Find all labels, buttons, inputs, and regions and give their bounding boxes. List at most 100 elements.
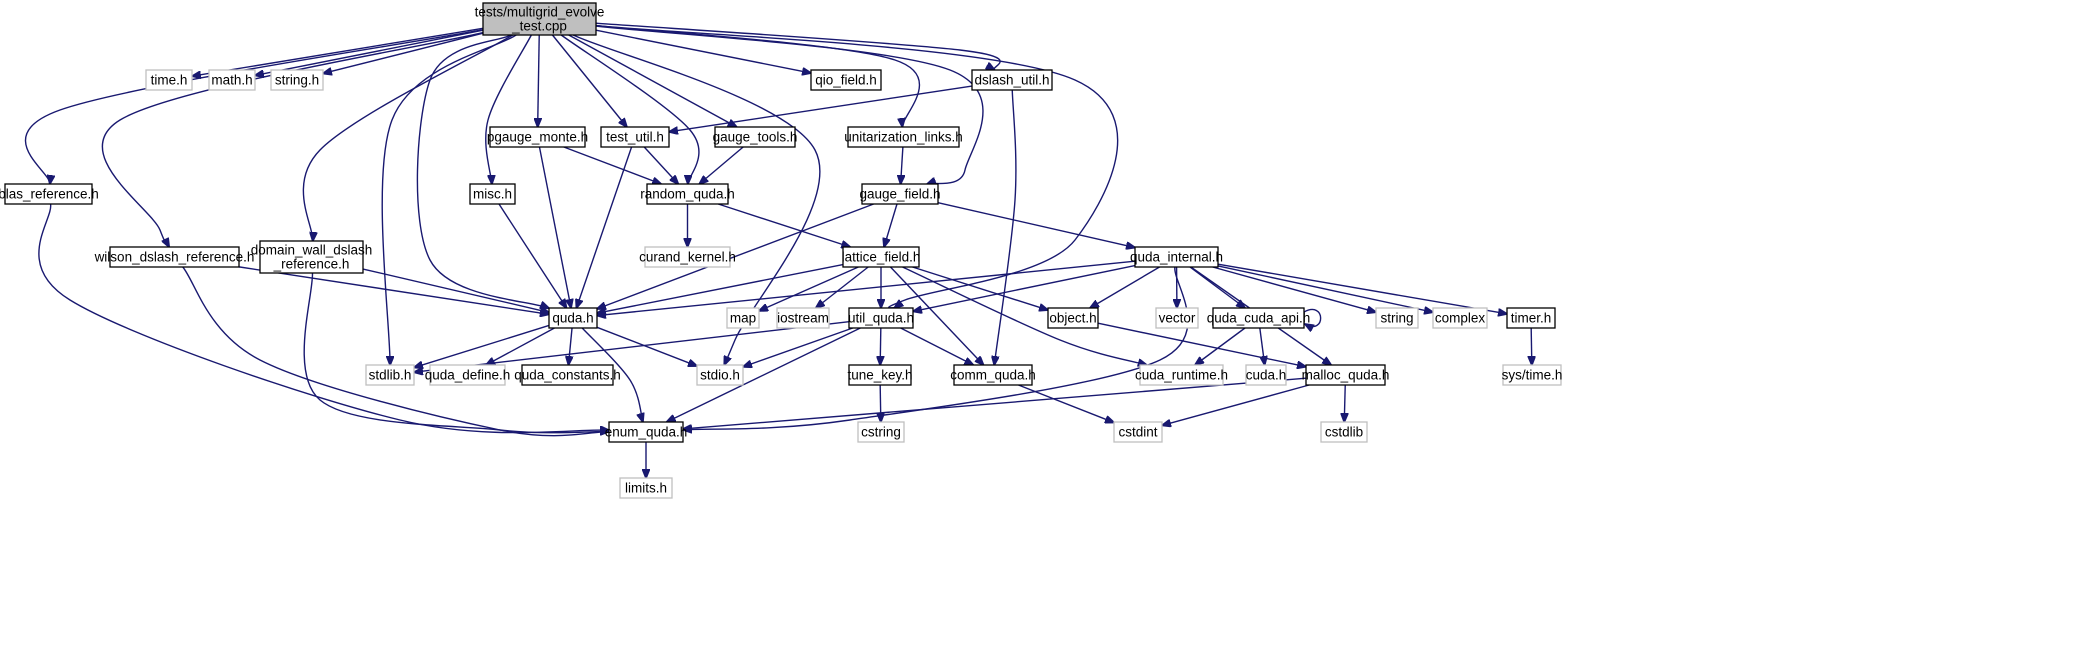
edge-dslash-util-h-to-comm-quda-h [994, 89, 1017, 365]
edge-wilson-dslash-reference-h-to-quda-h [238, 266, 549, 314]
node-unitarization-links-h[interactable]: unitarization_links.h [844, 126, 963, 148]
node-quda-constants-h[interactable]: quda_constants.h [514, 364, 621, 386]
edge-lattice-field-h-to-object-h [912, 266, 1048, 310]
edge-quda-cuda-api-h-to-cuda-h [1259, 327, 1265, 365]
node-root[interactable]: tests/multigrid_evolve_test.cpp [475, 2, 605, 36]
node-pgauge-monte-h[interactable]: pgauge_monte.h [487, 126, 588, 148]
node-label: tests/multigrid_evolve [475, 5, 605, 20]
node-wilson-dslash-reference-h[interactable]: wilson_dslash_reference.h [94, 246, 255, 268]
node-box [482, 2, 597, 36]
edge-root-to-stdlib-h [381, 34, 517, 365]
node-box [365, 364, 415, 386]
node-label: gauge_field.h [859, 187, 940, 202]
node-string: string [1375, 307, 1419, 329]
node-label: gauge_tools.h [713, 130, 798, 145]
edge-root-to-misc-h [485, 34, 532, 184]
node-tune-key-h[interactable]: tune_key.h [847, 364, 913, 386]
node-object-h[interactable]: object.h [1047, 307, 1099, 329]
node-label: lattice_field.h [842, 250, 921, 265]
node-enum-quda-h[interactable]: enum_quda.h [605, 421, 688, 443]
node-label: pgauge_monte.h [487, 130, 588, 145]
node-blas-reference-h[interactable]: blas_reference.h [0, 183, 99, 205]
node-dslash-util-h[interactable]: dslash_util.h [971, 69, 1053, 91]
edge-root-to-time-h [192, 27, 484, 76]
node-vector: vector [1155, 307, 1199, 329]
node-box [861, 183, 939, 205]
edge-root-to-math-h [255, 29, 484, 75]
edge-root-to-wilson-dslash-reference-h [101, 31, 484, 247]
node-misc-h[interactable]: misc.h [469, 183, 516, 205]
node-label: limits.h [625, 481, 667, 496]
edge-gauge-field-h-to-quda-h [597, 203, 874, 309]
edge-quda-internal-h-to-string [1212, 266, 1376, 312]
node-label: random_quda.h [640, 187, 735, 202]
node-curand-kernel-h: curand_kernel.h [639, 246, 736, 268]
edge-malloc-quda-h-to-cstdint [1162, 384, 1310, 425]
node-random-quda-h[interactable]: random_quda.h [640, 183, 735, 205]
node-quda-h[interactable]: quda.h [548, 307, 598, 329]
node-gauge-field-h[interactable]: gauge_field.h [859, 183, 941, 205]
node-box [810, 69, 882, 91]
node-map: map [726, 307, 760, 329]
node-quda-cuda-api-h[interactable]: quda_cuda_api.h [1207, 307, 1311, 329]
node-gauge-tools-h[interactable]: gauge_tools.h [713, 126, 798, 148]
edge-quda-internal-h-to-quda-h [597, 260, 1136, 315]
node-box [1245, 364, 1287, 386]
node-test-util-h[interactable]: test_util.h [600, 126, 670, 148]
edge-quda-h-to-stdlib-h [414, 324, 550, 367]
node-sys-time-h: sys/time.h [1502, 364, 1562, 386]
edge-quda-h-to-enum-quda-h [581, 327, 643, 422]
node-box [109, 246, 240, 268]
node-label: unitarization_links.h [844, 130, 963, 145]
edge-lattice-field-h-to-iostream [816, 266, 869, 308]
node-malloc-quda-h[interactable]: malloc_quda.h [1302, 364, 1390, 386]
edge-util-quda-h-to-stdio-h [743, 327, 853, 367]
node-label: _test.cpp [511, 19, 567, 34]
node-qio-field-h[interactable]: qio_field.h [810, 69, 882, 91]
edge-util-quda-h-to-stdlib-h [414, 321, 850, 372]
node-box [600, 126, 670, 148]
node-time-h: time.h [145, 69, 193, 91]
node-timer-h[interactable]: timer.h [1506, 307, 1556, 329]
edge-root-to-stdio-h [572, 34, 821, 365]
node-cstdlib: cstdlib [1320, 421, 1368, 443]
node-label: malloc_quda.h [1302, 368, 1390, 383]
node-box [971, 69, 1053, 91]
node-label: quda_cuda_api.h [1207, 311, 1311, 326]
node-iostream: iostream [776, 307, 830, 329]
node-label: cuda_runtime.h [1135, 368, 1228, 383]
node-stdio-h: stdio.h [696, 364, 744, 386]
node-label: enum_quda.h [605, 425, 688, 440]
edge-quda-internal-h-to-quda-cuda-api-h [1189, 266, 1245, 308]
edge-unitarization-links-h-to-gauge-field-h [901, 146, 903, 184]
edge-pgauge-monte-h-to-random-quda-h [563, 146, 661, 184]
node-util-quda-h[interactable]: util_quda.h [848, 307, 914, 329]
node-label: time.h [151, 73, 188, 88]
edge-quda-internal-h-to-util-quda-h [913, 264, 1136, 312]
edge-quda-internal-h-to-complex [1217, 265, 1433, 312]
edge-blas-reference-h-to-enum-quda-h [38, 203, 609, 433]
node-cstdint: cstdint [1113, 421, 1163, 443]
node-lattice-field-h[interactable]: lattice_field.h [842, 246, 921, 268]
edge-util-quda-h-to-comm-quda-h [900, 327, 974, 365]
node-box [776, 307, 830, 329]
edge-root-to-gauge-field-h [595, 25, 984, 184]
edge-quda-h-to-stdio-h [596, 326, 697, 366]
node-label: quda_define.h [425, 368, 511, 383]
node-label: dslash_util.h [974, 73, 1049, 88]
edge-lattice-field-h-to-cuda-runtime-h [902, 266, 1147, 365]
node-comm-quda-h[interactable]: comm_quda.h [950, 364, 1036, 386]
node-box [847, 126, 960, 148]
node-domain-wall-dslash-reference-h[interactable]: domain_wall_dslash_reference.h [251, 240, 373, 274]
edge-lattice-field-h-to-map [759, 266, 859, 311]
node-label: object.h [1049, 311, 1096, 326]
edge-gauge-field-h-to-lattice-field-h [884, 203, 898, 247]
node-box [1047, 307, 1099, 329]
edge-root-to-string-h [323, 32, 484, 73]
node-label: curand_kernel.h [639, 250, 736, 265]
node-quda-internal-h[interactable]: quda_internal.h [1130, 246, 1223, 268]
node-label: quda_constants.h [514, 368, 621, 383]
node-box [646, 183, 729, 205]
node-box [848, 307, 914, 329]
